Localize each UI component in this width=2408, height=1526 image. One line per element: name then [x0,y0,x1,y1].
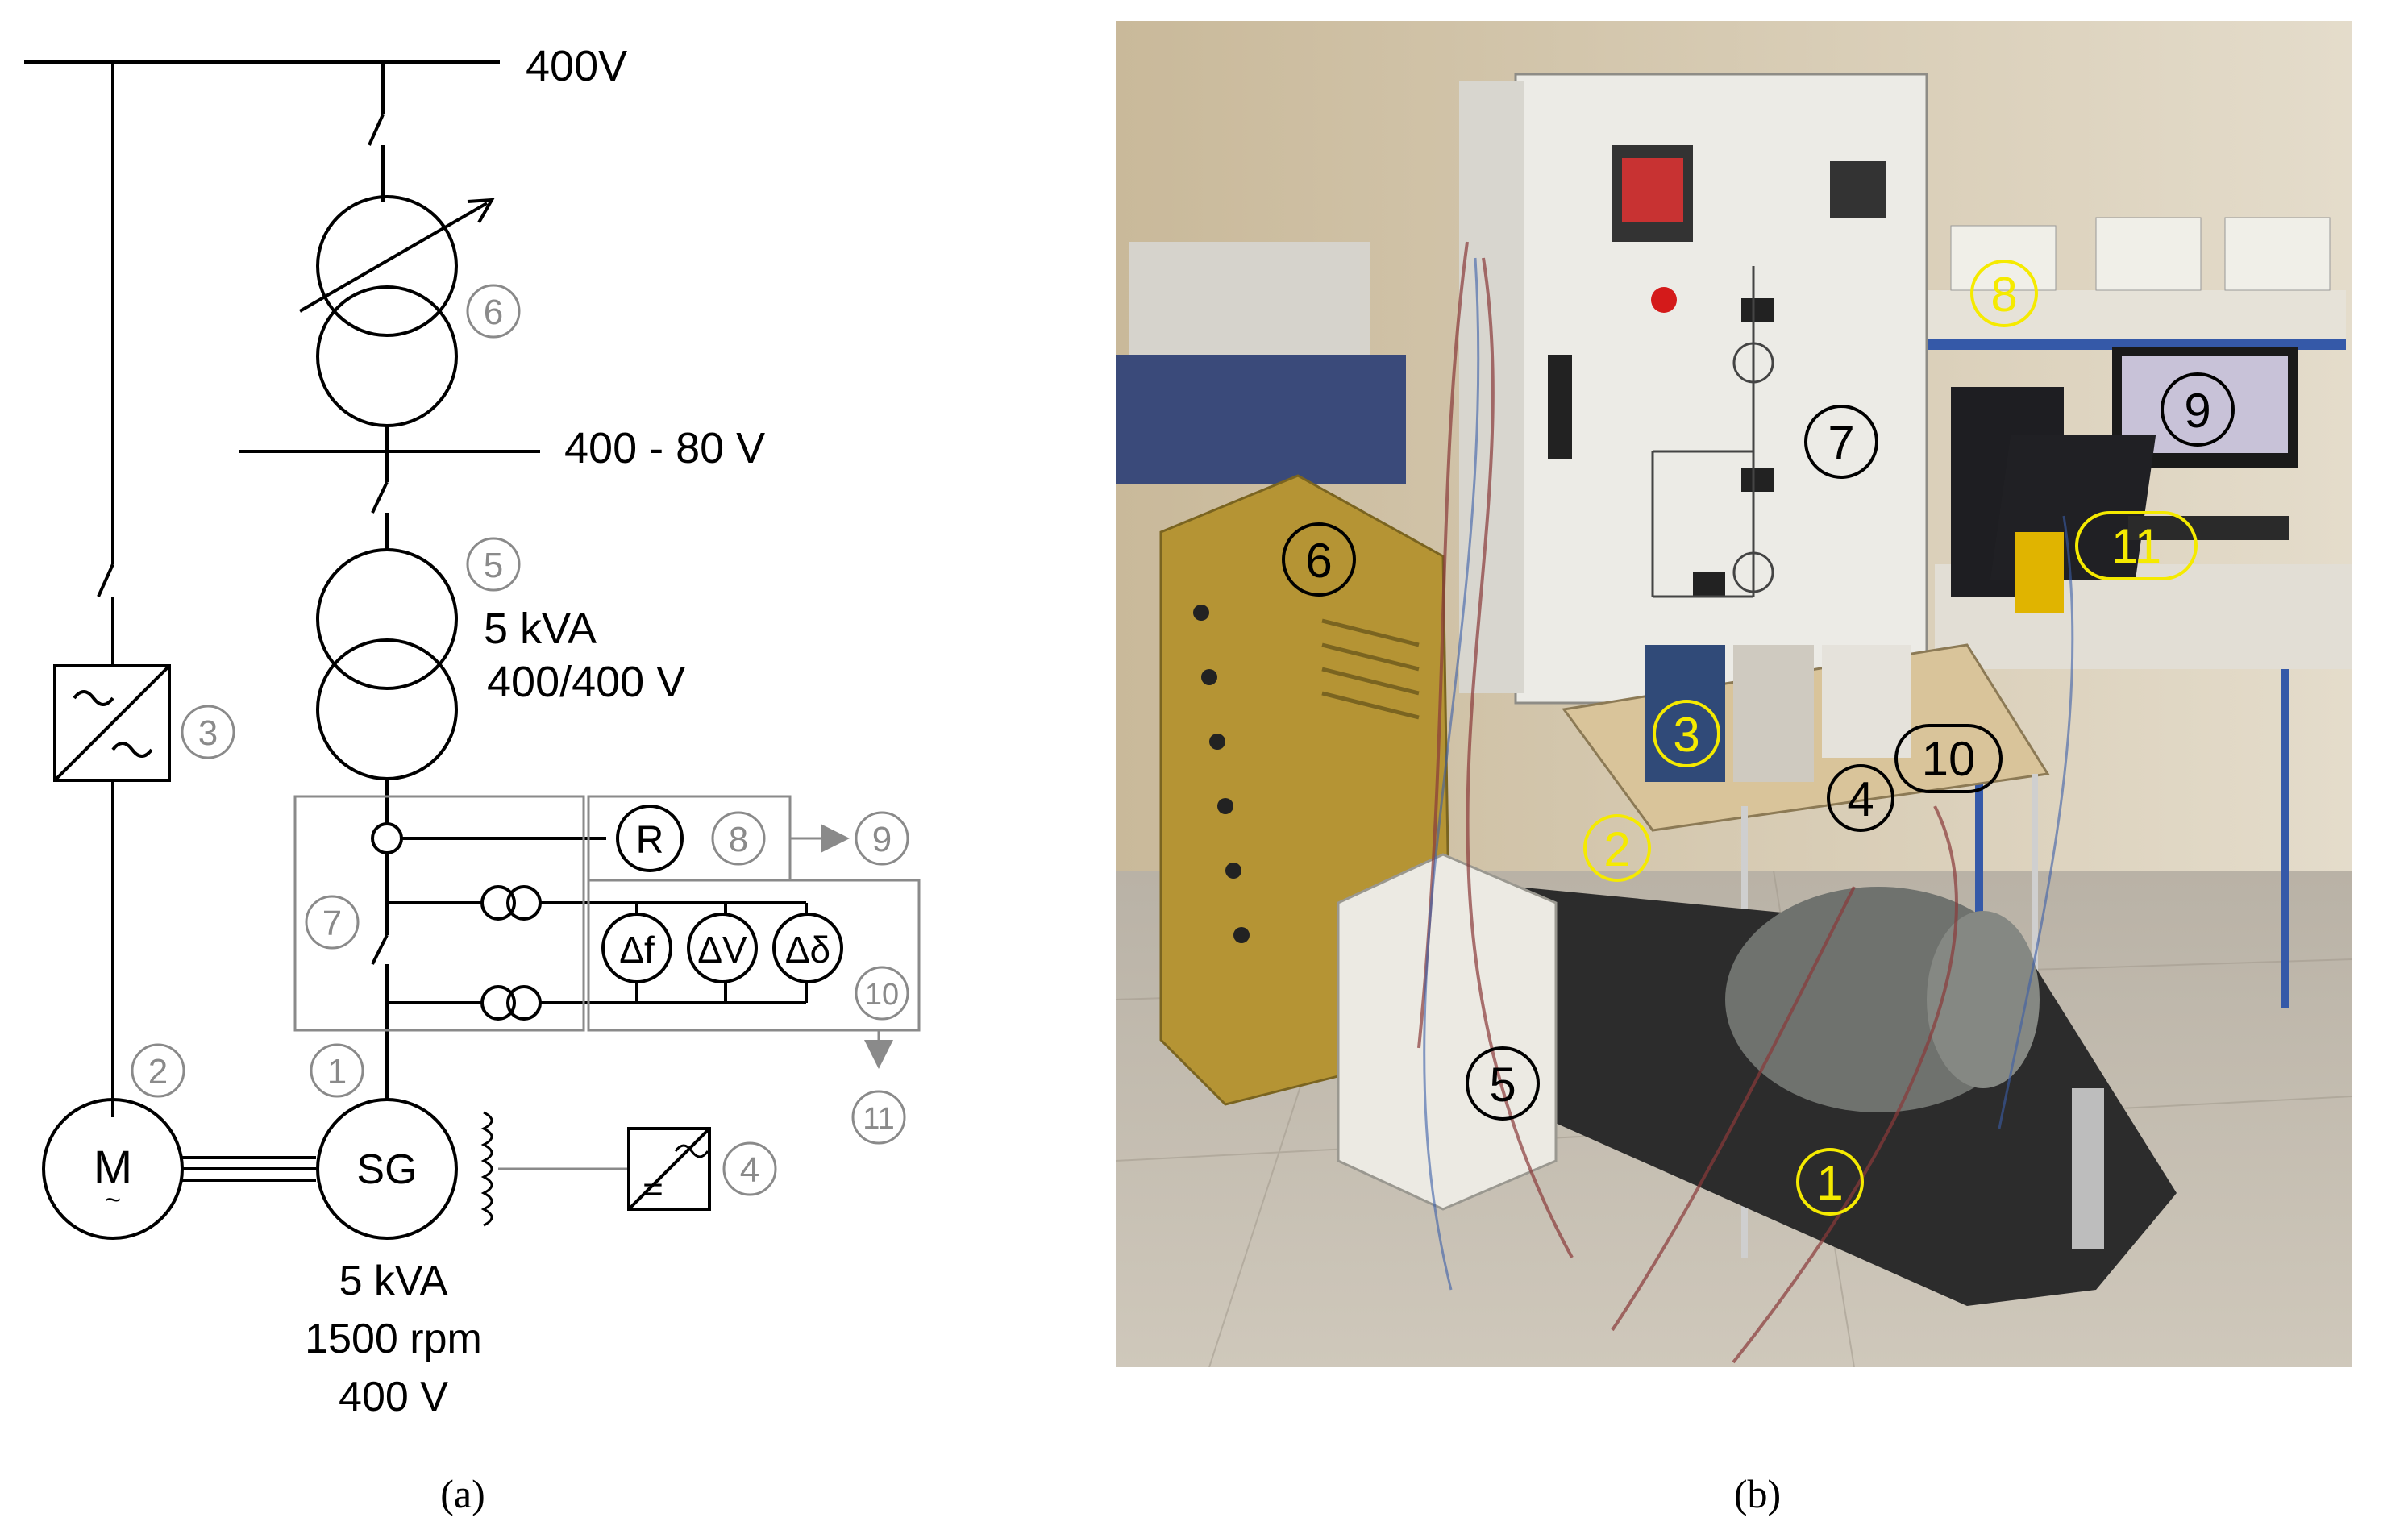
photo-label-2: 2 [1603,822,1630,876]
marker-3-label: 3 [198,713,218,753]
motor-tilde: ~ [105,1185,121,1216]
generator-voltage: 400 V [339,1374,448,1420]
photo-marker-10 [1894,724,2003,793]
marker-5-label: 5 [484,546,503,585]
panel-7-box [293,795,585,1032]
photo-marker-4 [1827,764,1894,832]
marker-2 [131,1043,185,1098]
variable-arrow [298,202,489,313]
angle-diff-meter [772,913,843,983]
generator-speed: 1500 rpm [305,1316,482,1362]
marker-7 [305,895,360,950]
meter-dv: ΔV [697,929,747,971]
tap-switch [368,114,385,146]
photo-label-7: 7 [1828,416,1854,470]
photo-label-5: 5 [1489,1058,1516,1112]
photo-marker-6 [1282,522,1356,597]
photo-label-3: 3 [1673,708,1699,762]
variable-transformer-upper [316,195,458,337]
marker-3 [181,705,235,759]
photo-label-4: 4 [1847,772,1874,826]
marker-4 [722,1141,777,1196]
variable-transformer-lower [316,285,458,427]
photo-marker-3 [1653,700,1720,767]
freq-diff-meter [601,913,672,983]
caption-a: (a) [440,1471,485,1516]
photo-marker-2 [1583,814,1651,882]
photo-marker-9 [2161,372,2235,447]
marker-4-label: 4 [740,1150,759,1190]
marker-5 [466,537,521,592]
sync-box [587,879,921,1032]
photo-label-1: 1 [1816,1156,1843,1210]
transformer-switch [371,481,389,514]
exciter-symbol: = [643,1170,663,1209]
isolation-transformer-upper [316,548,458,690]
marker-9-label: 9 [872,820,892,859]
marker-8 [711,811,766,866]
protection-relay [616,805,684,872]
transformer-rating: 5 kVA [484,605,597,653]
bus-tap-label: 400 - 80 V [564,424,765,472]
motor-feeder-switch [97,563,114,597]
photo-label-8: 8 [1990,268,2017,322]
marker-6 [466,284,521,339]
single-line-diagram: 400V 400 - 80 V 5 kVA 400/400 V [24,42,921,1420]
marker-1 [310,1043,364,1098]
transformer-ratio: 400/400 V [487,658,685,706]
photo-marker-7 [1804,405,1878,479]
marker-10 [855,966,909,1021]
marker-6-label: 6 [484,293,503,332]
photo-label-9: 9 [2184,384,2210,438]
photo-label-11: 11 [2111,519,2161,573]
marker-9 [855,811,909,866]
exciter-rectifier [627,1127,711,1211]
photo-label-10: 10 [1922,732,1976,786]
marker-2-label: 2 [148,1052,168,1091]
marker-11-label: 11 [863,1102,894,1136]
current-transformer [371,822,403,854]
marker-10-label: 10 [865,978,899,1012]
generator-symbol: SG [356,1146,417,1193]
meter-ddelta: Δδ [785,929,830,971]
marker-8-label: 8 [729,820,748,859]
caption-b: (b) [1734,1471,1781,1516]
motor-symbol: M [94,1141,132,1194]
photo-marker-11 [2075,511,2198,580]
vt-gen-a [480,985,516,1021]
synchronizing-breaker [371,934,389,965]
bus-400v-label: 400V [526,42,627,90]
photo-label-6: 6 [1305,534,1332,588]
meter-df: Δf [619,929,655,971]
synchronous-generator [316,1098,458,1240]
isolation-transformer-box [1337,853,1558,1211]
lab-photo: 1 2 3 4 5 6 7 8 9 10 11 [1116,21,2352,1367]
isolation-transformer-lower [316,638,458,780]
marker-11 [851,1090,906,1145]
generator-rating: 5 kVA [339,1258,448,1304]
photo-marker-5 [1466,1046,1540,1121]
relay-symbol: R [636,819,664,862]
vt-bus-a [480,885,516,921]
volt-diff-meter [687,913,758,983]
marker-1-label: 1 [327,1052,347,1091]
field-winding [480,1111,493,1227]
photo-marker-1 [1796,1148,1864,1216]
photo-marker-8 [1970,260,2038,327]
marker-7-label: 7 [322,904,342,943]
